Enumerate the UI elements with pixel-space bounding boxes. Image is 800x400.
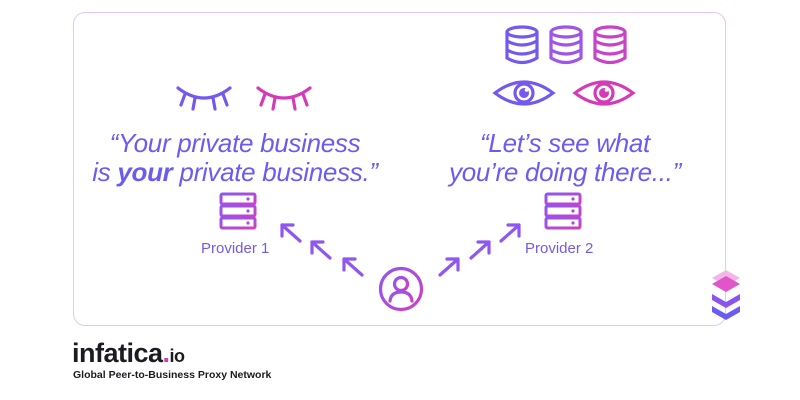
quote-private-business: “Your private business is your private b… — [65, 129, 405, 187]
quote-lets-see: “Let’s see what you’re doing there...” — [395, 129, 735, 187]
database-icon — [505, 25, 627, 65]
quote-line: is your private business.” — [92, 157, 378, 187]
arrow-icon — [342, 257, 364, 277]
open-eye-icon — [572, 80, 636, 106]
provider-2-label: Provider 2 — [525, 240, 594, 257]
server-icon — [219, 192, 257, 230]
brand-logo: infatica.io — [72, 338, 185, 368]
arrow-icon — [310, 240, 332, 260]
quote-line: “Let’s see what — [480, 128, 650, 158]
quote-line: “Your private business — [109, 128, 361, 158]
arrow-icon — [499, 223, 521, 243]
user-icon — [378, 266, 424, 312]
arrow-icon — [438, 257, 460, 277]
closed-eye-icon — [176, 86, 232, 111]
quote-line: you’re doing there...” — [449, 157, 681, 187]
layers-icon — [712, 270, 740, 320]
server-icon — [544, 192, 582, 230]
provider-1-label: Provider 1 — [201, 240, 270, 257]
brand-tagline: Global Peer-to-Business Proxy Network — [73, 369, 272, 381]
open-eye-icon — [492, 80, 556, 106]
arrow-icon — [469, 240, 491, 260]
closed-eye-icon — [256, 86, 312, 111]
diagram-card — [73, 12, 726, 326]
arrow-icon — [280, 223, 302, 243]
